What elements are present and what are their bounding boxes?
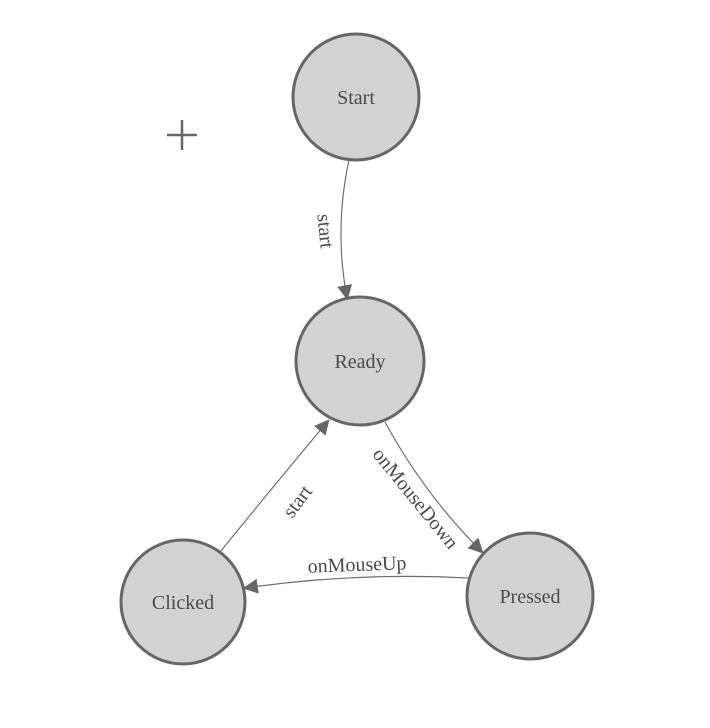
state-circle [465, 531, 595, 661]
edge-line [219, 419, 330, 553]
crosshair-plus-icon [167, 120, 197, 150]
transition-edge-ready-to-pressed[interactable]: onMouseDown [368, 421, 484, 554]
state-node-pressed[interactable]: Pressed [465, 531, 595, 661]
state-node-start[interactable]: Start [291, 32, 421, 162]
state-label: Start [337, 87, 375, 109]
state-circle [291, 32, 421, 162]
edge-line [337, 159, 353, 301]
state-node-ready[interactable]: Ready [294, 295, 426, 427]
edge-label: start [279, 481, 318, 522]
transition-edge-start-to-ready[interactable]: start [312, 159, 353, 301]
state-circle [294, 295, 426, 427]
edge-label: onMouseDown [368, 444, 463, 554]
state-node-clicked[interactable]: Clicked [119, 538, 247, 666]
transition-edge-pressed-to-clicked[interactable]: onMouseUp [242, 552, 469, 594]
edge-label: onMouseUp [307, 552, 407, 577]
state-circle [119, 538, 247, 666]
state-label: Pressed [499, 586, 560, 608]
state-label: Clicked [152, 592, 214, 614]
transition-edge-clicked-to-ready[interactable]: start [219, 419, 330, 553]
edge-line [242, 575, 469, 594]
state-label: Ready [334, 351, 385, 373]
edge-label: start [312, 213, 338, 250]
edge-line [384, 421, 484, 554]
